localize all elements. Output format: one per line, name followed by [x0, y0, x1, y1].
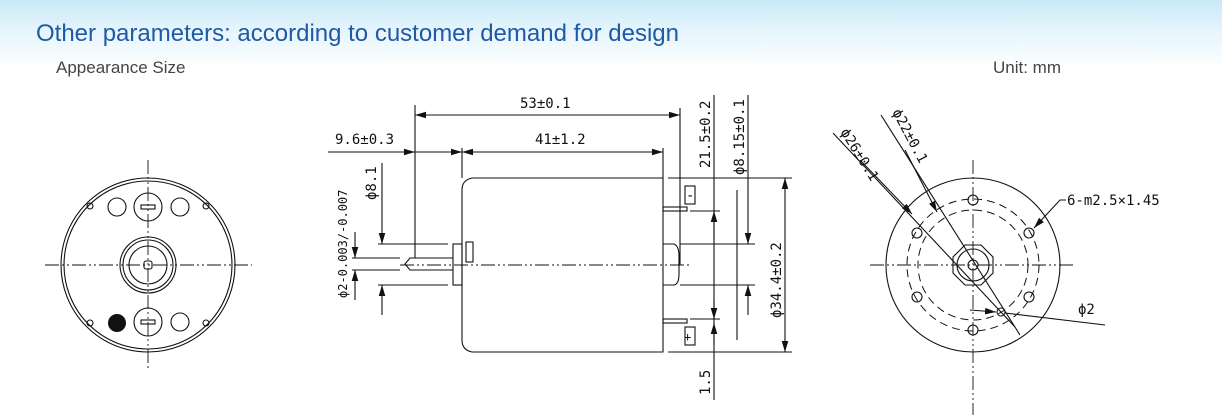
minus-terminal-label: -: [686, 188, 694, 204]
body-diameter-label: ϕ34.4±0.2: [769, 242, 785, 318]
terminal-marker-icon: [108, 314, 126, 332]
hole-diameter-label: ϕ2: [1078, 302, 1095, 318]
body-length-label: 41±1.2: [535, 132, 586, 148]
shaft-length-label: 9.6±0.3: [335, 132, 394, 148]
section-subtitle: Appearance Size: [56, 58, 186, 77]
terminal-spacing-label: 21.5±0.2: [698, 101, 714, 168]
terminal-width-label: 1.5: [698, 370, 714, 395]
shaft-diameter-label: ϕ2-0.003/-0.007: [336, 190, 350, 298]
outer-pcd-label: ϕ26±0.1: [837, 126, 882, 185]
overall-length-label: 53±0.1: [520, 96, 571, 112]
page-title: Other parameters: according to customer …: [36, 20, 679, 47]
side-view: 53±0.1 9.6±0.3 41±1.2 ϕ8.1 ϕ2-0.003/-0.0…: [328, 95, 792, 400]
rear-view: ϕ26±0.1 ϕ22±0.1 6-m2.5×1.45 ϕ2: [832, 106, 1160, 415]
front-view: [45, 160, 252, 370]
plus-terminal-label: +: [684, 330, 691, 344]
header-band: [0, 0, 1222, 70]
mounting-holes-label: 6-m2.5×1.45: [1067, 193, 1160, 209]
rear-boss-diameter-label: ϕ8.15±0.1: [732, 99, 748, 175]
unit-label: Unit: mm: [993, 58, 1061, 77]
boss-diameter-label: ϕ8.1: [364, 166, 380, 200]
